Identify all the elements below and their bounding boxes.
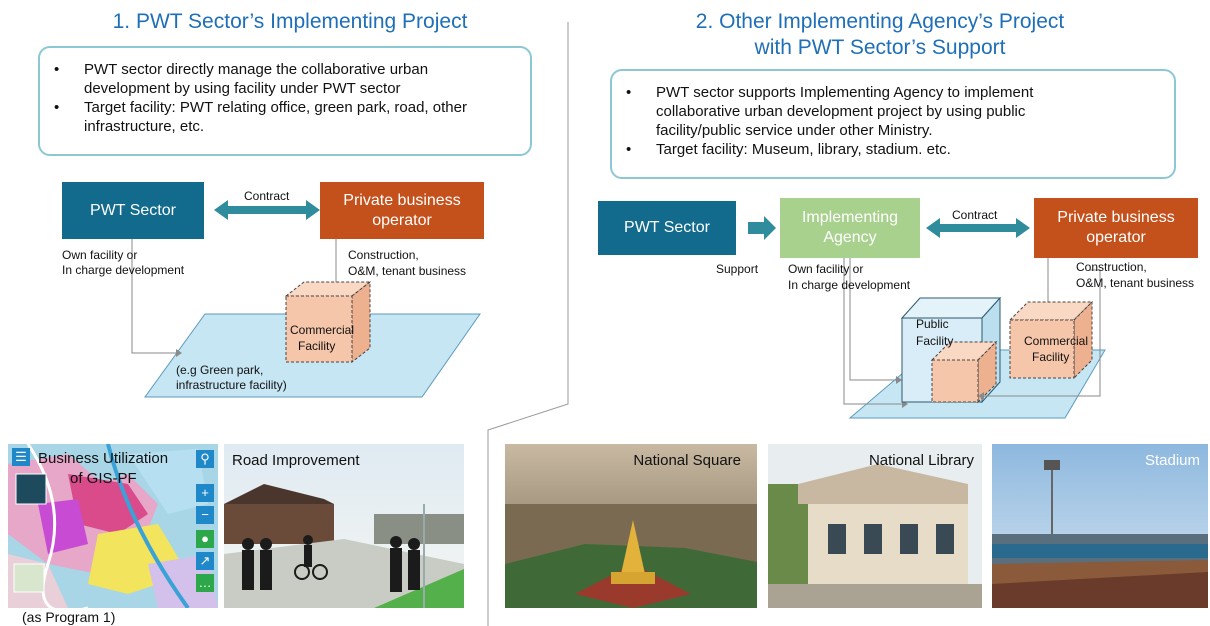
gis-map-image: ☰ ⚲ + − ● ↗ … Business Utilization of GI… [8, 444, 218, 608]
gis-map-graphic [8, 444, 218, 608]
national-square-graphic [505, 444, 757, 608]
left-contract-arrow [214, 200, 320, 220]
road-caption: Road Improvement [232, 452, 360, 469]
road-graphic [224, 444, 464, 608]
layers-icon[interactable]: ☰ [12, 448, 30, 466]
left-own-facility-label-2: In charge development [62, 263, 185, 277]
more-icon[interactable]: … [196, 574, 214, 592]
right-contract-arrow [926, 218, 1030, 238]
right-commercial-cube [1008, 300, 1094, 380]
right-pwt-sector-box: PWT Sector [598, 201, 736, 255]
zoom-out-icon[interactable]: − [196, 506, 214, 524]
national-square-caption: National Square [633, 452, 741, 469]
left-construction-label-2: O&M, tenant business [348, 264, 467, 278]
left-pwt-sector-box: PWT Sector [62, 182, 204, 239]
left-plane-label-2: infrastructure facility) [176, 378, 287, 392]
right-construction-label-1: Construction, [1076, 260, 1147, 274]
national-library-image: National Library [768, 444, 982, 608]
right-commercial-label-1: Commercial [1024, 334, 1089, 348]
right-commercial-label-2: Facility [1032, 350, 1070, 364]
left-title: 1. PWT Sector’s Implementing Project [112, 10, 468, 33]
right-bullet-2: Target facility: Museum, library, stadiu… [626, 140, 1174, 159]
national-square-image: National Square [505, 444, 757, 608]
right-contract-label: Contract [952, 208, 998, 222]
support-label: Support [716, 262, 759, 276]
search-icon[interactable]: ⚲ [196, 450, 214, 468]
left-plane-label-1: (e.g Green park, [176, 363, 264, 377]
right-operator-return-connector [984, 269, 1101, 397]
stadium-caption: Stadium [1144, 452, 1200, 469]
right-description-box: PWT sector supports Implementing Agency … [610, 69, 1176, 179]
gis-caption-line-1: Business Utilization [38, 450, 169, 467]
left-commercial-label-1: Commercial [290, 323, 355, 337]
right-own-facility-label-2: In charge development [788, 278, 911, 292]
location-pin-icon[interactable]: ● [196, 530, 214, 548]
left-bullet-1: PWT sector directly manage the collabora… [54, 60, 530, 98]
right-title-line-1: 2. Other Implementing Agency’s Project [695, 10, 1065, 33]
left-commercial-label-2: Facility [298, 339, 336, 353]
left-bullet-2: Target facility: PWT relating office, gr… [54, 98, 530, 136]
left-diagram [131, 200, 481, 398]
right-bullet-1: PWT sector supports Implementing Agency … [626, 83, 1174, 140]
left-own-facility-label-1: Own facility or [62, 248, 138, 262]
stadium-image: Stadium [992, 444, 1208, 608]
left-commercial-cube [284, 280, 372, 364]
public-facility-label-1: Public [916, 317, 949, 331]
gis-subcaption: (as Program 1) [22, 609, 116, 625]
right-construction-label-2: O&M, tenant business [1076, 276, 1195, 290]
public-facility-label-2: Facility [916, 334, 954, 348]
left-description-box: PWT sector directly manage the collabora… [38, 46, 532, 156]
national-library-caption: National Library [868, 452, 974, 469]
left-private-operator-box: Private business operator [320, 182, 484, 239]
stadium-graphic [992, 444, 1208, 608]
zoom-in-icon[interactable]: + [196, 484, 214, 502]
expand-icon[interactable]: ↗ [196, 552, 214, 570]
right-agency-connector-b [843, 258, 902, 405]
road-improvement-image: Road Improvement [224, 444, 464, 608]
left-construction-label-1: Construction, [348, 248, 419, 262]
right-inner-commercial-cube [930, 340, 998, 404]
right-support-arrow [748, 216, 776, 240]
right-private-operator-box: Private business operator [1034, 198, 1198, 258]
right-own-facility-label-1: Own facility or [788, 262, 864, 276]
left-own-facility-connector [131, 239, 176, 354]
gis-caption-line-2: of GIS-PF [70, 470, 137, 487]
right-agency-connector-a [849, 258, 896, 381]
national-library-graphic [768, 444, 982, 608]
right-diagram [748, 216, 1106, 419]
left-contract-label: Contract [244, 189, 290, 203]
right-title-line-2: with PWT Sector’s Support [754, 36, 1006, 59]
implementing-agency-box: Implementing Agency [780, 198, 920, 258]
